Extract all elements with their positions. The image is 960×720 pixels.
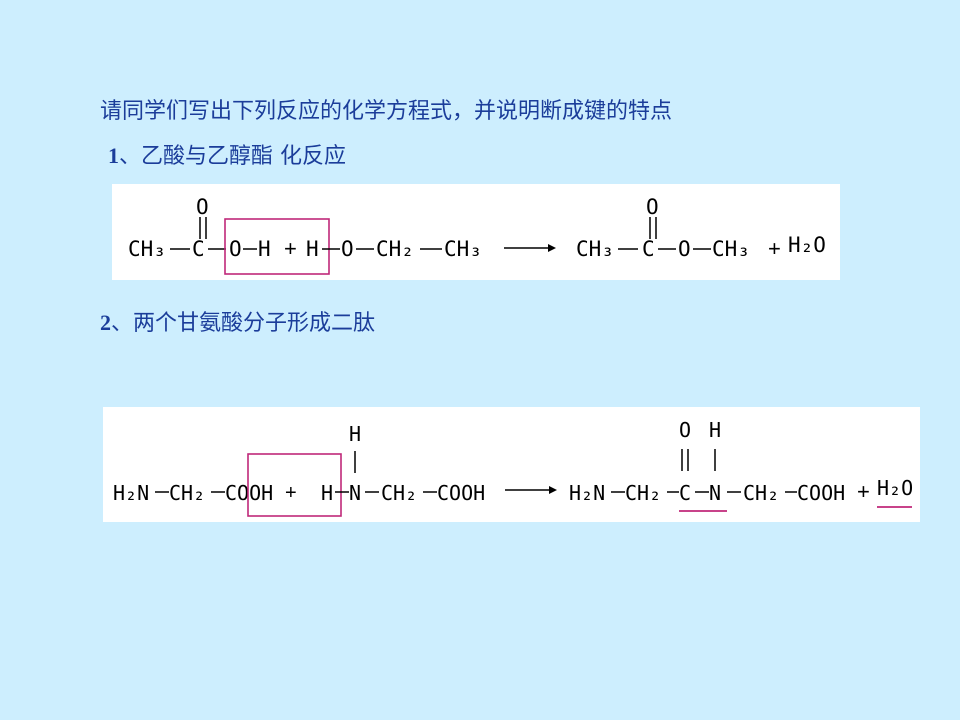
item-1-number: 1 (108, 143, 119, 168)
eq1-h2o: H₂O (788, 233, 826, 257)
esterification-equation: CH₃ C O O H + H O CH₂ CH₃ CH₃ C O O CH₃ … (112, 184, 840, 280)
intro-text: 请同学们写出下列反应的化学方程式，并说明断成键的特点 (100, 99, 673, 124)
eq2-cooh: COOH (437, 481, 485, 505)
eq2-p-h2n: H₂N (569, 481, 605, 505)
eq1-h: H (306, 237, 319, 261)
item-2-number: 2 (100, 310, 111, 335)
item-1: 1、乙酸与乙醇酯 化反应 (108, 138, 346, 170)
eq1-ch3b: CH₃ (444, 237, 482, 261)
eq1-plus: + (284, 236, 297, 261)
eq2-plus: + (285, 482, 297, 504)
eq2-ch2: CH₂ (169, 481, 205, 505)
eq2-p-n: N (709, 481, 721, 505)
eq1-oh-o: O (229, 237, 242, 261)
eq1-oh-h: H (258, 237, 271, 261)
eq2-ch2b: CH₂ (381, 481, 417, 505)
eq1-ch2: CH₂ (376, 237, 414, 261)
eq1-o: O (341, 237, 354, 261)
eq2-p-cooh: COOH (797, 481, 845, 505)
eq1-p-ch3: CH₃ (576, 237, 614, 261)
eq2-n: N (349, 481, 361, 505)
eq1-c: C (192, 237, 205, 261)
eq1-plus2: + (768, 236, 781, 261)
eq2-p-c: C (679, 481, 691, 505)
eq2-p-ch2: CH₂ (625, 481, 661, 505)
eq1-oh-highlight-box (224, 218, 330, 275)
eq2-coo: COOH (225, 481, 273, 505)
eq1-p-o-top: O (646, 195, 659, 219)
eq2-p-ch2b: CH₂ (743, 481, 779, 505)
eq1-p-o: O (678, 237, 691, 261)
eq1-o-top: O (196, 195, 209, 219)
dipeptide-equation: H₂N CH₂ COOH + H H N CH₂ COOH H₂N CH₂ O … (103, 407, 920, 522)
eq2-p-o: O (679, 418, 691, 442)
eq1-p-ch3b: CH₃ (712, 237, 750, 261)
eq2-h2n: H₂N (113, 481, 149, 505)
eq2-h2o: H₂O (877, 476, 913, 500)
eq2-h: H (321, 481, 333, 505)
item-2: 2、两个甘氨酸分子形成二肽 (100, 305, 375, 337)
item-1-text: 、乙酸与乙醇酯 化反应 (119, 144, 346, 169)
eq2-h-top: H (349, 422, 361, 446)
eq2-oh-h-highlight-box (247, 453, 342, 517)
item-2-text: 、两个甘氨酸分子形成二肽 (111, 311, 376, 336)
eq1-p-c: C (642, 237, 655, 261)
eq2-p-h: H (709, 418, 721, 442)
eq1-ch3: CH₃ (128, 237, 166, 261)
eq2-plus2: + (857, 479, 870, 504)
